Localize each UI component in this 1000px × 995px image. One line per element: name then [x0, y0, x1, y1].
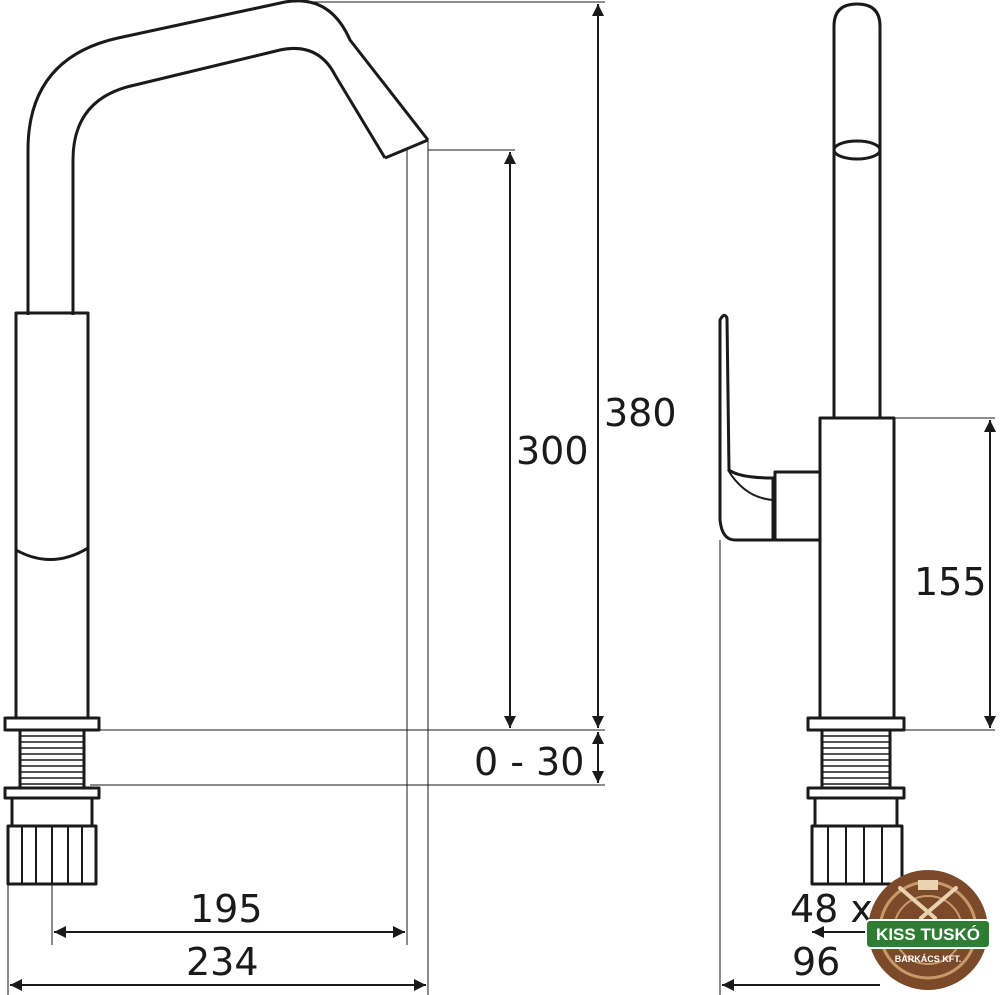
side-top-flange	[806, 716, 906, 732]
body-tube	[14, 311, 90, 720]
nut-ring	[10, 796, 94, 828]
side-lever-mount	[773, 470, 820, 542]
dim-155-label: 155	[914, 560, 987, 604]
dim-380-label: 380	[604, 391, 677, 435]
front-view	[3, 0, 430, 886]
logo-brand-name: KISS TUSKÓ	[876, 925, 980, 944]
side-nut-flutes	[827, 826, 883, 884]
side-spout-pipe	[832, 2, 882, 418]
spout-outer	[26, 0, 430, 315]
side-thread-shank	[820, 728, 892, 790]
dim-0-30-label: 0 - 30	[474, 740, 584, 784]
extension-lines	[7, 1, 995, 995]
side-lever-grip	[727, 469, 774, 501]
side-nut-hex	[810, 824, 904, 886]
side-view	[718, 2, 906, 886]
thread-shank	[18, 728, 86, 790]
dim-48-label: 48 x	[790, 887, 873, 931]
thread-lines	[20, 735, 84, 785]
dimension-lines	[10, 3, 996, 991]
logo-tools-icon	[898, 880, 958, 920]
dim-195-label: 195	[190, 887, 263, 931]
spout-tip	[384, 138, 429, 160]
body-highlight	[15, 546, 89, 561]
top-flange	[3, 716, 101, 732]
side-nut-ring	[813, 796, 899, 828]
logo-subtitle: BARKÁCS KFT.	[895, 954, 962, 964]
side-spout-outlet	[832, 139, 882, 161]
dim-234-label: 234	[186, 940, 259, 984]
kiss-tusko-logo: KISS TUSKÓ BARKÁCS KFT.	[865, 870, 991, 990]
side-body	[818, 416, 896, 720]
dim-300-label: 300	[516, 429, 589, 473]
nut-flutes	[21, 826, 83, 884]
side-lever-handle	[718, 313, 775, 542]
spout-inner	[71, 46, 387, 315]
logo-ribbon	[865, 919, 991, 949]
side-thread-lines	[822, 735, 890, 785]
dim-96-label: 96	[792, 940, 840, 984]
